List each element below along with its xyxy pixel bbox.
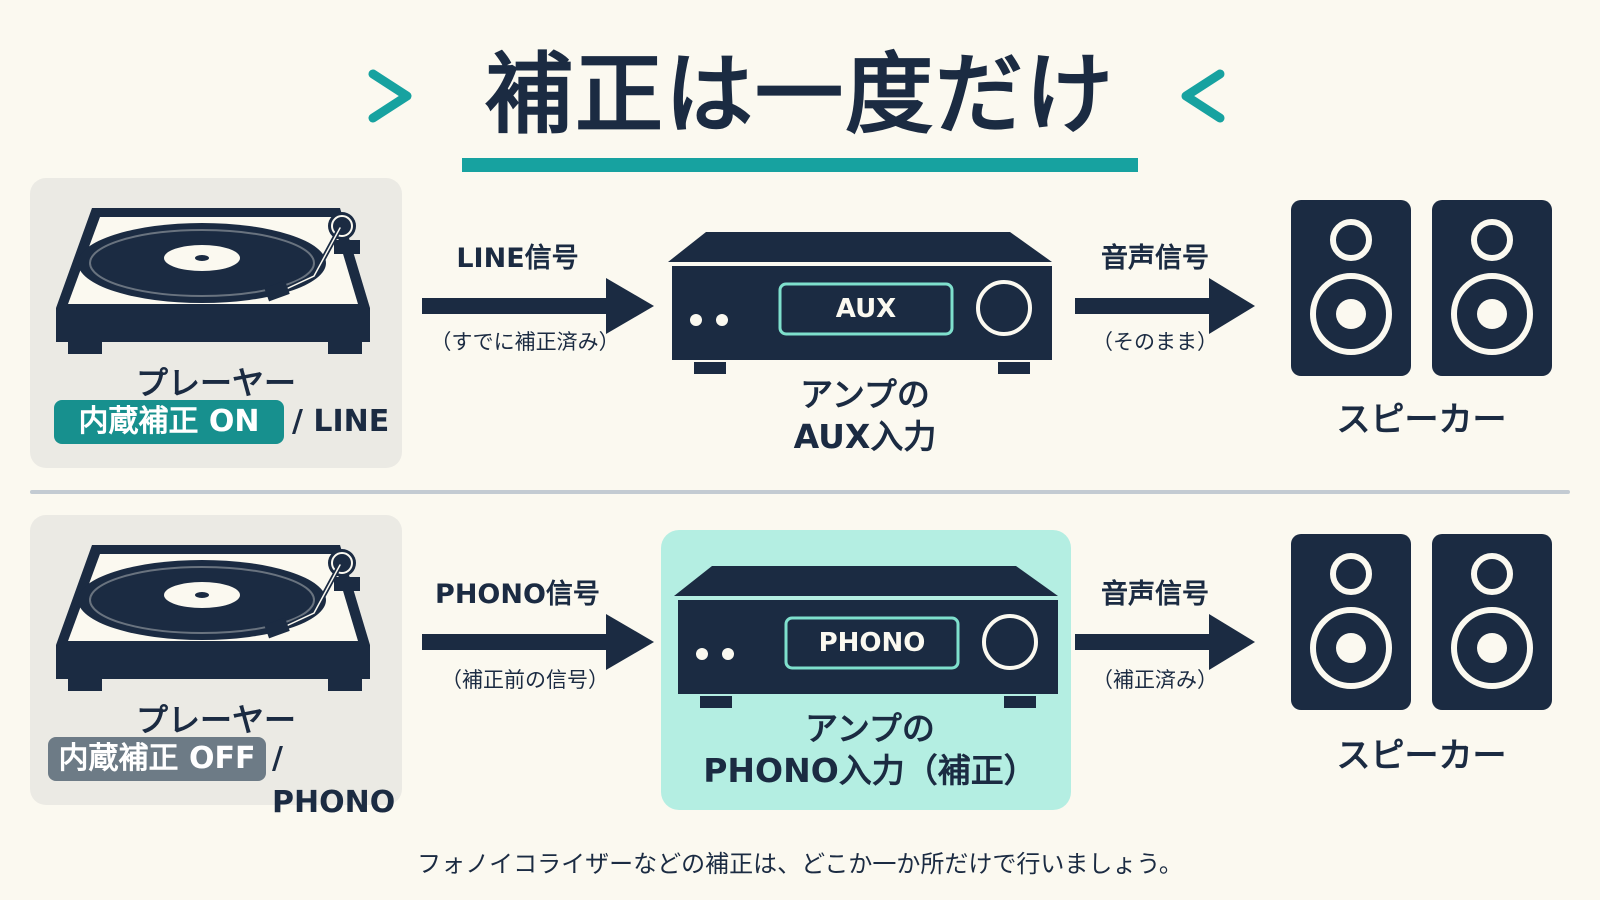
turntable-icon: [56, 208, 370, 354]
player-card: プレーヤー 内蔵補正 ON / LINE: [30, 178, 402, 468]
amp-label-line2: PHONO入力（補正）: [703, 751, 1037, 790]
amp-display: PHONO: [819, 628, 926, 658]
signal-sublabel: （補正前の信号）: [441, 668, 609, 692]
amplifier-icon: PHONO: [674, 566, 1058, 708]
player-label: プレーヤー: [135, 701, 296, 739]
arrow-right-icon: [1075, 614, 1255, 670]
title-underline: [462, 158, 1138, 172]
chevron-left-icon: [1181, 69, 1225, 123]
speaker-label: スピーカー: [1336, 736, 1507, 776]
player-badge: 内蔵補正 OFF: [48, 737, 266, 781]
title-area: 補正は一度だけ: [0, 20, 1600, 172]
player-badge-suffix: / PHONO: [272, 741, 396, 820]
arrow-right-icon: [422, 278, 654, 334]
turntable-icon: [56, 545, 370, 691]
signal-sublabel: （そのまま）: [1092, 330, 1218, 354]
player-badge-suffix: / LINE: [292, 404, 390, 439]
page-title: 補正は一度だけ: [484, 43, 1115, 146]
amp-display: AUX: [836, 294, 896, 324]
amp-label-line1: アンプの: [800, 375, 930, 414]
row-divider: [30, 490, 1570, 494]
amp-label-line1: アンプの: [805, 709, 935, 748]
amplifier-icon: AUX: [668, 232, 1052, 374]
signal-label: LINE信号: [456, 243, 579, 274]
speaker-icon: [1432, 534, 1552, 710]
amp-label-line2: AUX入力: [793, 417, 937, 456]
signal-label: PHONO信号: [435, 579, 600, 610]
speaker-icon: [1291, 534, 1411, 710]
chevron-right-icon: [368, 69, 412, 123]
footer-note: フォノイコライザーなどの補正は、どこか一か所だけで行いましょう。: [417, 850, 1183, 878]
signal-sublabel: （補正済み）: [1092, 668, 1218, 692]
signal-label: 音声信号: [1101, 243, 1209, 274]
speaker-icon: [1291, 200, 1411, 376]
player-badge: 内蔵補正 ON: [54, 400, 284, 444]
arrow-right-icon: [1075, 278, 1255, 334]
player-card: プレーヤー 内蔵補正 OFF / PHONO: [30, 515, 402, 820]
player-label: プレーヤー: [135, 364, 296, 402]
speaker-icon: [1432, 200, 1552, 376]
signal-sublabel: （すでに補正済み）: [430, 330, 620, 354]
signal-label: 音声信号: [1101, 579, 1209, 610]
speaker-label: スピーカー: [1336, 400, 1507, 440]
arrow-right-icon: [422, 614, 654, 670]
